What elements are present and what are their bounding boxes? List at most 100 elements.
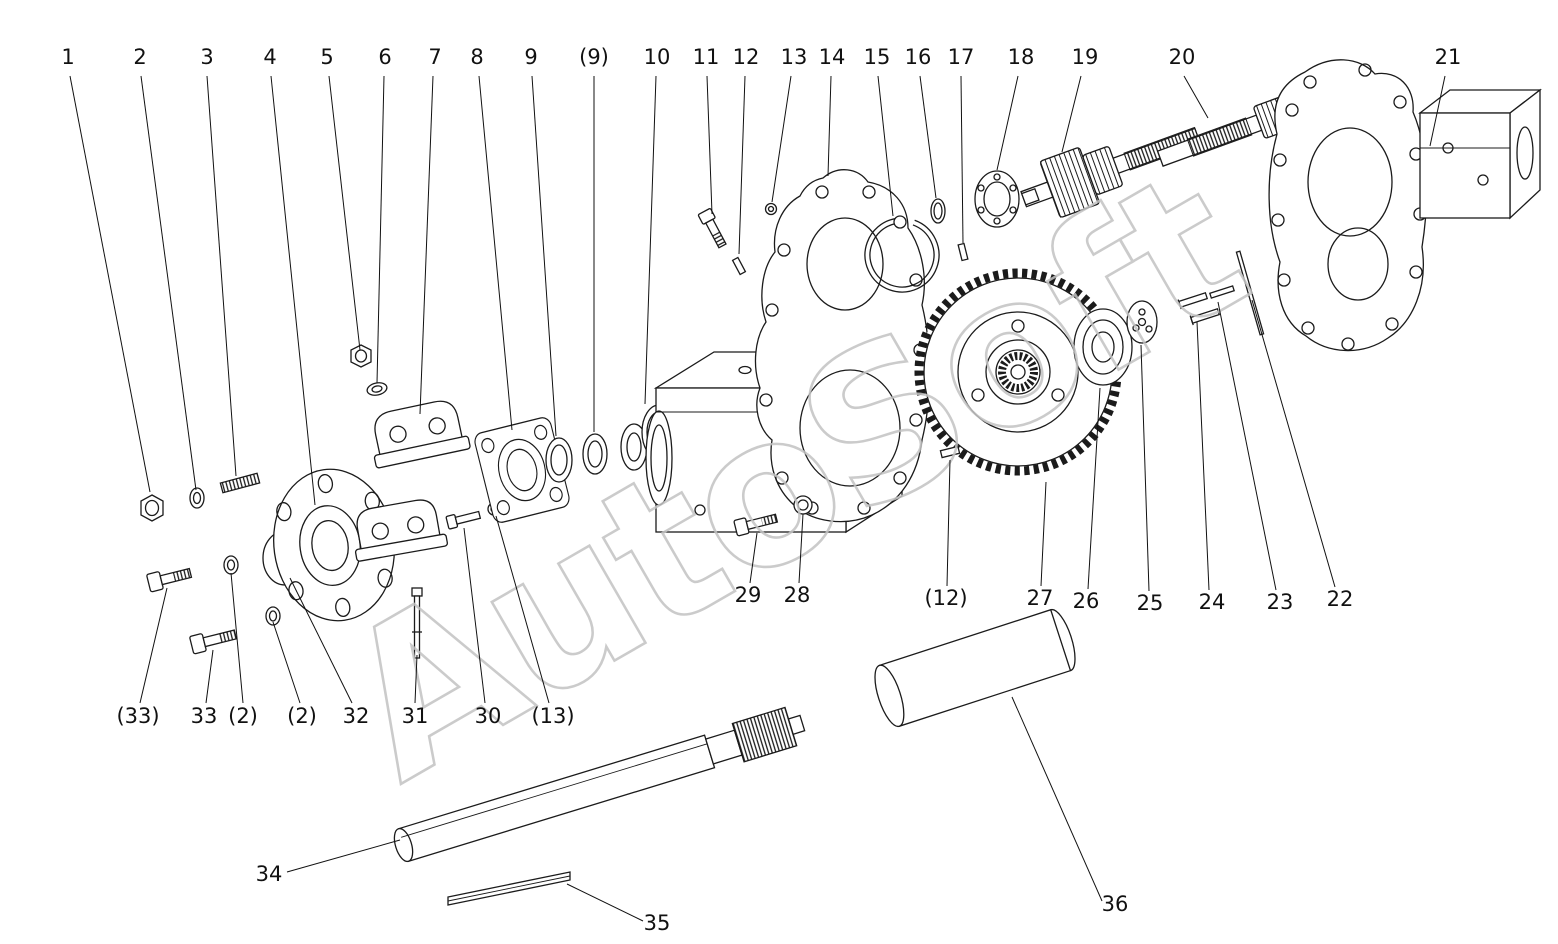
callout-label-11-11: 11 [693,45,720,69]
leader-line-5-4 [328,75,361,351]
callout-label-2-1: 2 [133,45,146,69]
callout-label-2-25: (2) [287,704,317,728]
part-output-shaft-34 [393,706,806,863]
leader-line-29-30 [749,532,758,584]
leader-line-26-34 [1087,387,1101,590]
callout-label-32-26: 32 [343,704,370,728]
leader-line-4-3 [270,75,316,506]
part-square-flange-8 [474,417,570,523]
part-dowel-pin-23 [1208,285,1236,299]
callout-label-17-17: 17 [948,45,975,69]
callout-label-30-28: 30 [475,704,502,728]
callout-label-5-4: 5 [320,45,333,69]
part-hex-nut-1 [140,494,164,522]
callout-label-2-24: (2) [228,704,258,728]
leader-line-22-38 [1251,299,1336,588]
leader-line-3-2 [206,75,237,477]
callout-label-23-37: 23 [1267,590,1294,614]
callout-label-26-34: 26 [1073,589,1100,613]
part-washer-2-alt-a [223,555,239,575]
part-rear-cover-14 [754,169,931,523]
callout-label-9-9: (9) [579,45,609,69]
leader-line-34-39 [286,839,401,873]
part-bolt-30 [445,510,482,530]
leader-line-15-15 [877,75,894,217]
part-main-gear-27 [914,268,1122,476]
leader-line-2-24 [230,572,244,704]
part-spacer-disc-25 [1126,300,1158,344]
part-end-cover-21 [1268,59,1428,352]
callout-label-19-19: 19 [1072,45,1099,69]
leader-line-13-13 [771,75,792,203]
leader-line-10-10 [644,75,657,405]
part-hex-bolt-11 [697,208,727,249]
part-flange-housing-4 [272,468,396,622]
callout-label-1-0: 1 [61,45,74,69]
leader-line-33-22 [139,587,168,704]
leader-line-17-17 [960,75,964,244]
callout-label-36-41: 36 [1102,892,1129,916]
callout-label-13-13: 13 [781,45,808,69]
part-pin-12 [731,256,747,276]
leader-line-28-31 [798,513,804,584]
leader-line-20-20 [1183,75,1209,119]
leader-line-1-0 [69,75,151,493]
callout-label-12-12: 12 [733,45,760,69]
leader-line-30-28 [463,527,486,704]
callout-label-22-38: 22 [1327,587,1354,611]
leader-line-23-37 [1217,301,1277,591]
leader-line-2-25 [272,621,301,704]
leader-line-33-23 [205,649,214,704]
part-bearing-26 [1073,308,1133,386]
callout-label-6-5: 6 [378,45,391,69]
part-motor-block-21 [1418,88,1542,220]
leader-line-12-32 [946,459,951,587]
leader-line-35-40 [566,883,644,922]
callout-label-31-27: 31 [402,704,429,728]
part-oring-16 [930,198,946,224]
part-sleeve-tube-36 [874,608,1076,728]
callout-label-10-10: 10 [644,45,671,69]
callout-label-7-6: 7 [428,45,441,69]
callout-label-9-8: 9 [524,45,537,69]
leader-line-31-27 [414,654,418,704]
callout-label-34-39: 34 [256,862,283,886]
part-washer-13 [764,202,778,216]
part-washer-2 [189,487,205,509]
leader-line-7-6 [419,75,434,415]
part-hex-bolt-33 [189,629,238,655]
callout-label-3-2: 3 [200,45,213,69]
part-oil-seal-10 [620,423,648,471]
part-washer-2-alt-b [265,606,281,626]
leader-line-32-26 [289,577,353,704]
leader-line-16-16 [919,75,937,199]
callout-label-15-15: 15 [864,45,891,69]
leader-line-8-7 [478,75,513,431]
part-bearing-cap-lower [354,499,448,562]
part-bearing-cap-7 [373,400,471,469]
leader-line-19-19 [1061,75,1082,153]
callout-label-18-18: 18 [1008,45,1035,69]
callout-label-16-16: 16 [905,45,932,69]
part-stud-3 [219,472,261,494]
part-washer-6 [366,382,388,396]
part-bearing-18 [974,170,1020,228]
leader-line-12-12 [738,75,746,255]
callout-label-29-30: 29 [735,583,762,607]
callout-label-21-21: 21 [1435,45,1462,69]
leader-line-6-5 [376,75,385,384]
part-bolt-24a [1177,292,1209,310]
part-hex-nut-5 [350,344,372,368]
callout-label-13-29: (13) [531,704,574,728]
leader-line-36-41 [1011,696,1103,902]
callout-label-8-7: 8 [470,45,483,69]
callout-label-24-36: 24 [1199,590,1226,614]
part-bolt-24b [1189,308,1221,326]
part-seal-ring-9 [545,437,573,483]
part-seal-ring-9-alt [582,433,608,475]
leader-line-9-8 [531,75,557,437]
leader-line-24-36 [1196,321,1210,591]
callout-label-25-35: 25 [1137,591,1164,615]
